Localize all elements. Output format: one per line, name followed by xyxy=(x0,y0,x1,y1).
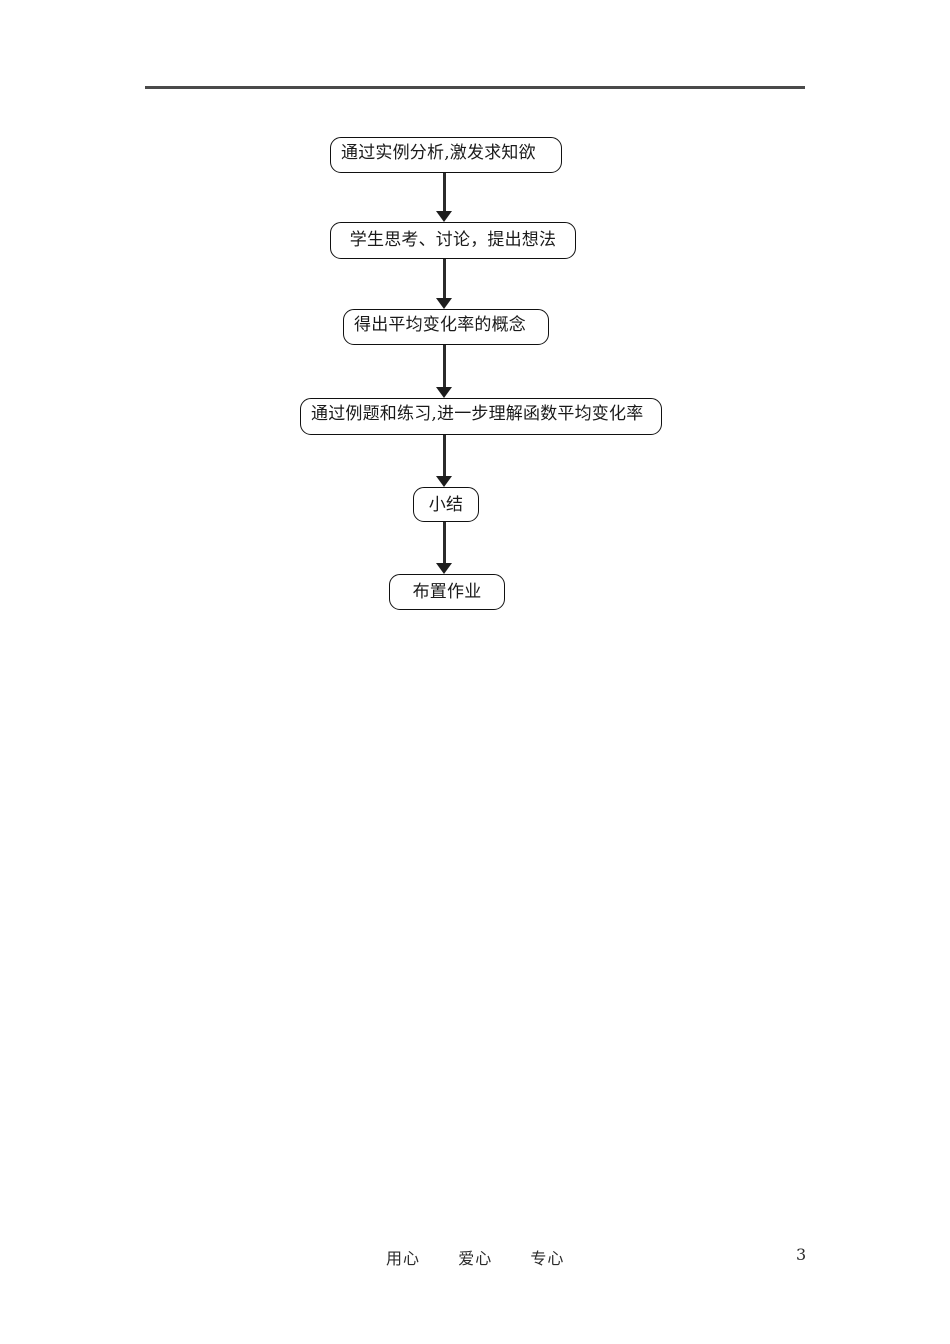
page-footer: 用心 爱心 专心 3 xyxy=(0,1245,950,1275)
flow-node-3-label: 得出平均变化率的概念 xyxy=(354,315,526,335)
header-rule xyxy=(145,86,805,89)
flow-node-4[interactable]: 通过例题和练习,进一步理解函数平均变化率 xyxy=(300,398,662,435)
flowchart: 通过实例分析,激发求知欲 学生思考、讨论，提出想法 得出平均变化率的概念 通过例… xyxy=(300,137,662,610)
flow-node-2-label: 学生思考、讨论，提出想法 xyxy=(349,230,557,250)
flow-node-5-label: 小结 xyxy=(428,495,464,515)
down-arrow-icon-1 xyxy=(436,211,452,222)
connector-4-line xyxy=(443,435,446,476)
down-arrow-icon-3 xyxy=(436,387,452,398)
flow-node-2[interactable]: 学生思考、讨论，提出想法 xyxy=(330,222,576,259)
down-arrow-icon-2 xyxy=(436,298,452,309)
footer-word-1: 用心 xyxy=(386,1249,421,1268)
down-arrow-icon-4 xyxy=(436,476,452,487)
flow-node-4-label: 通过例题和练习,进一步理解函数平均变化率 xyxy=(311,404,644,424)
flow-node-5[interactable]: 小结 xyxy=(413,487,479,522)
page-number: 3 xyxy=(796,1245,807,1264)
connector-2-line xyxy=(443,259,446,298)
connector-5-line xyxy=(443,522,446,563)
footer-word-3: 专心 xyxy=(530,1249,565,1268)
flow-node-1[interactable]: 通过实例分析,激发求知欲 xyxy=(330,137,562,173)
flow-node-1-label: 通过实例分析,激发求知欲 xyxy=(341,143,536,163)
footer-slogan: 用心 爱心 专心 xyxy=(386,1245,564,1269)
connector-1-line xyxy=(443,173,446,211)
flow-node-3[interactable]: 得出平均变化率的概念 xyxy=(343,309,549,345)
down-arrow-icon-5 xyxy=(436,563,452,574)
flow-node-6-label: 布置作业 xyxy=(412,582,482,602)
footer-word-2: 爱心 xyxy=(458,1249,493,1268)
flow-node-6[interactable]: 布置作业 xyxy=(389,574,505,610)
connector-3-line xyxy=(443,345,446,387)
